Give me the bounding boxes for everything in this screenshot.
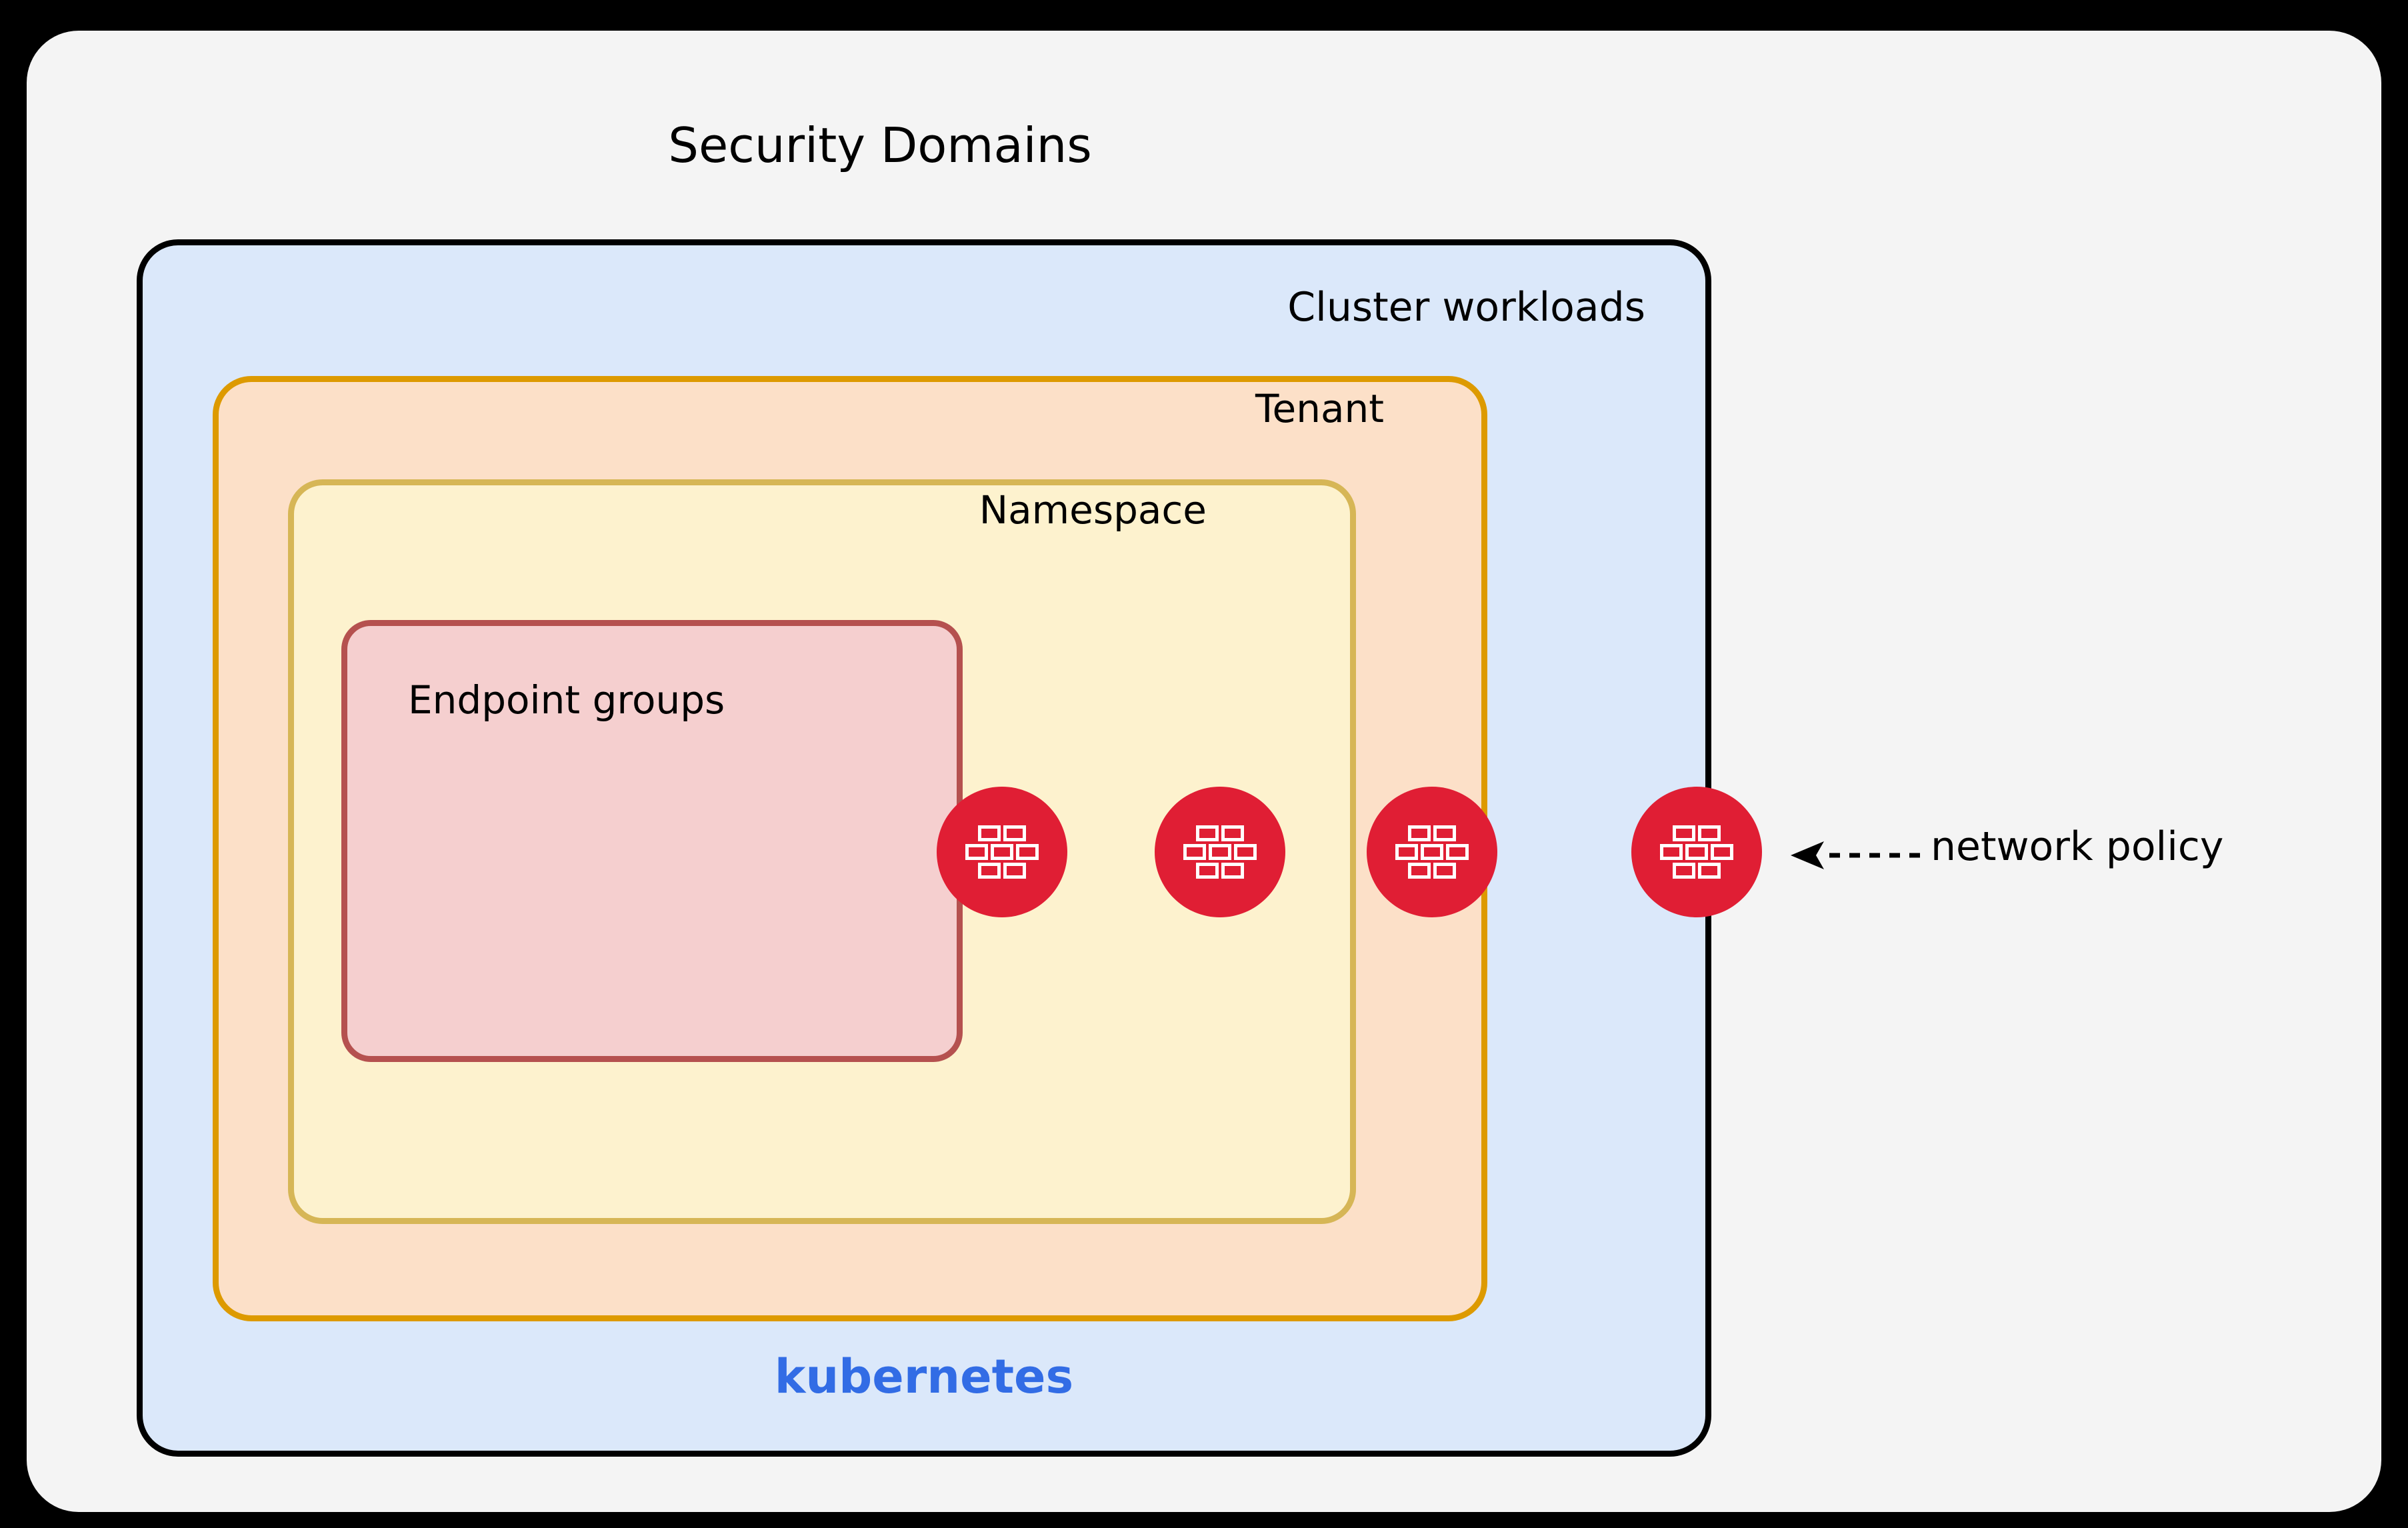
endpoint-groups-label: Endpoint groups [408, 677, 725, 723]
firewall-brick-wall-icon [965, 825, 1039, 879]
namespace-label: Namespace [979, 487, 1207, 533]
diagram-canvas: Security Domains Cluster workloads Tenan… [27, 31, 2381, 1512]
cluster-workloads-label: Cluster workloads [1287, 284, 1645, 331]
tenant-label: Tenant [1255, 386, 1384, 431]
network-policy-label: network policy [1931, 823, 2224, 870]
firewall-node-cluster-workloads[interactable] [1631, 787, 1762, 917]
kubernetes-logo-label: kubernetes [774, 1349, 1074, 1404]
firewall-brick-wall-icon [1395, 825, 1469, 879]
firewall-brick-wall-icon [1660, 825, 1733, 879]
page-title: Security Domains [668, 117, 1092, 173]
firewall-node-namespace[interactable] [1155, 787, 1285, 917]
firewall-node-tenant[interactable] [1367, 787, 1497, 917]
firewall-brick-wall-icon [1183, 825, 1257, 879]
firewall-node-endpoint-groups[interactable] [937, 787, 1067, 917]
network-policy-arrow-icon [1791, 841, 1920, 869]
